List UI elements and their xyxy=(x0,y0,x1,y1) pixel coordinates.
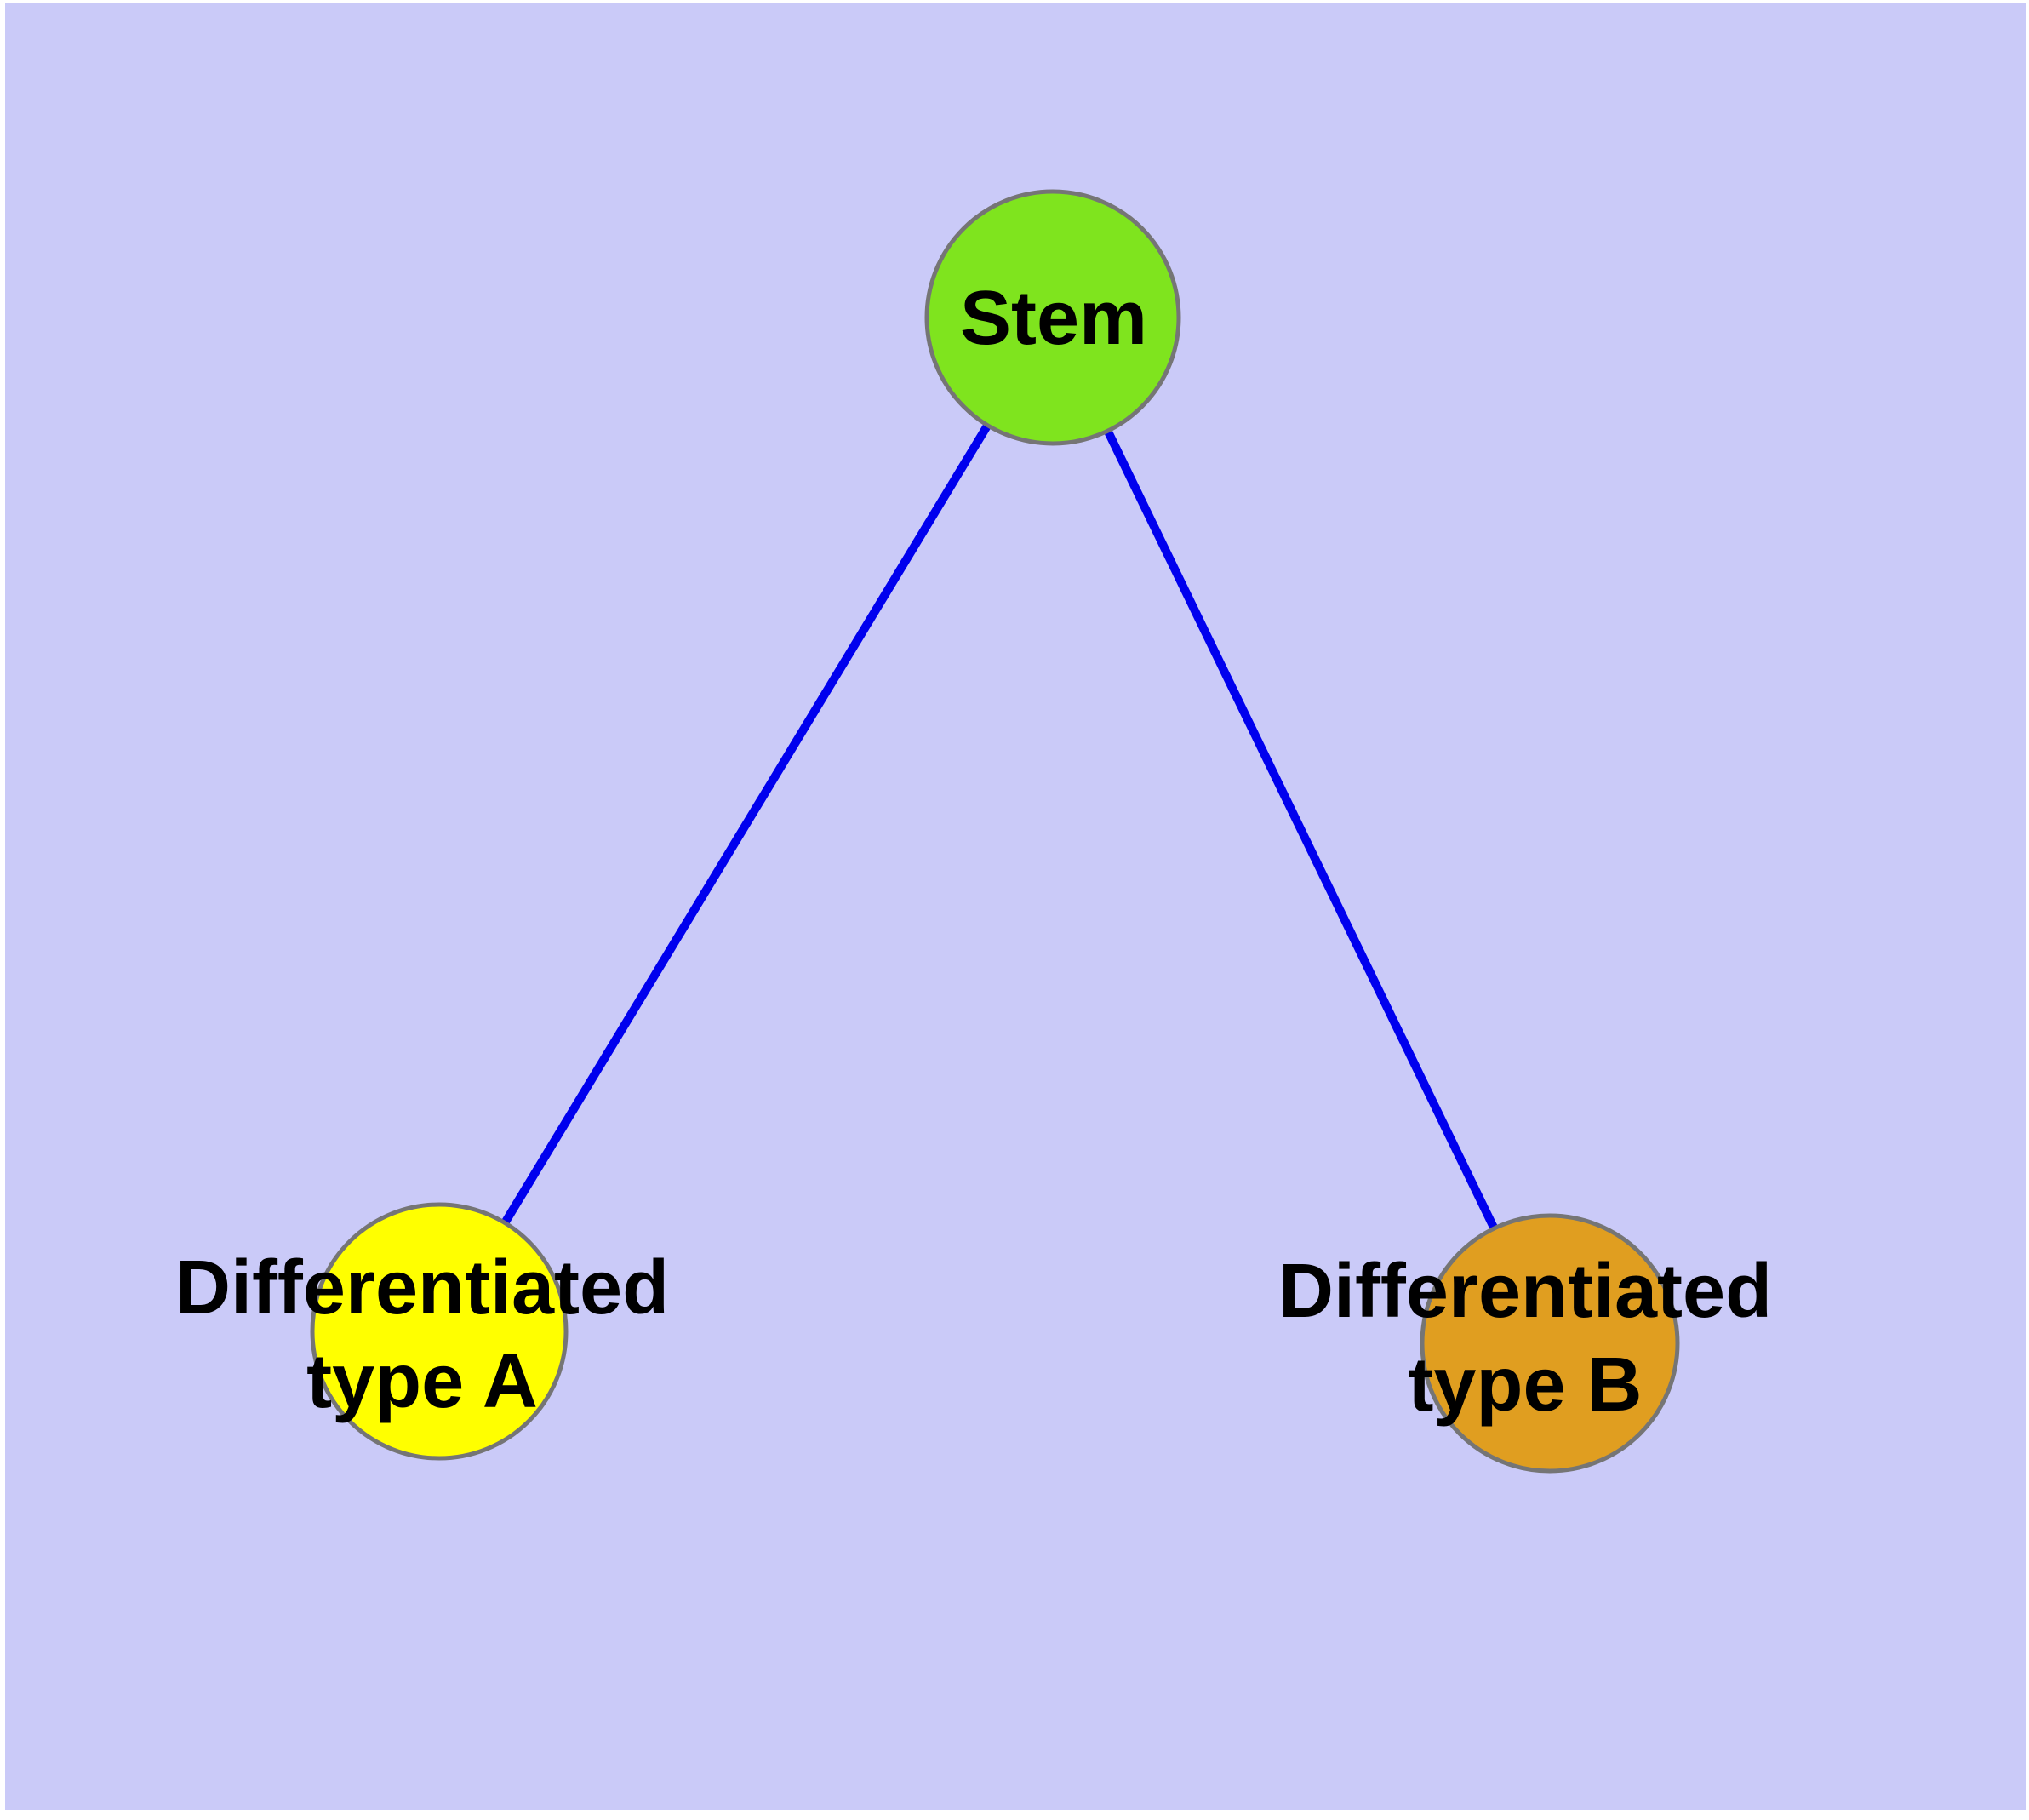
node-type-a-label-line1: Differentiated xyxy=(174,1245,670,1331)
node-type-b-label-line1: Differentiated xyxy=(1277,1249,1773,1334)
node-differentiated-type-a xyxy=(310,1202,569,1461)
node-type-b-label-line2: type B xyxy=(1408,1342,1643,1428)
node-type-a-label: Differentiated type A xyxy=(175,1241,669,1428)
node-stem-label: Stem xyxy=(959,276,1148,361)
node-stem xyxy=(924,189,1181,446)
node-differentiated-type-b xyxy=(1420,1213,1680,1474)
edge-stem-to-type-a xyxy=(435,315,1057,1334)
node-type-a-label-line2: type A xyxy=(306,1339,538,1424)
node-type-b-label: Differentiated type B xyxy=(1278,1245,1772,1432)
edge-stem-to-type-b xyxy=(1049,315,1554,1346)
